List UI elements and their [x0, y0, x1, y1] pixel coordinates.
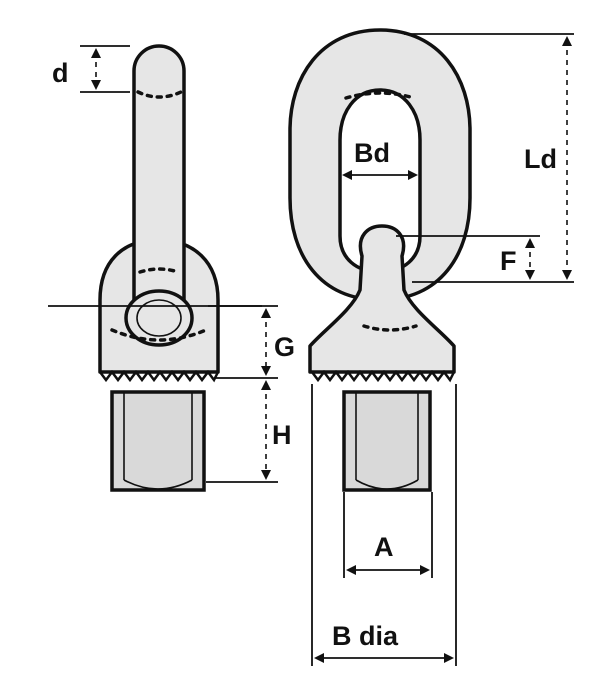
label-b-dia: B dia	[332, 621, 399, 651]
dimension-b-dia	[311, 384, 457, 666]
dimension-a	[343, 492, 433, 578]
label-bd: Bd	[354, 138, 390, 168]
front-view	[288, 28, 472, 492]
label-h: H	[272, 420, 292, 450]
front-view-thread	[342, 390, 432, 492]
side-view-pivot	[124, 289, 194, 347]
dimension-d	[80, 45, 130, 93]
label-ld: Ld	[524, 144, 557, 174]
dimension-g-h	[206, 305, 278, 483]
side-view-serration	[99, 369, 220, 383]
front-view-serration	[311, 369, 456, 383]
side-view-thread	[110, 390, 206, 492]
dimension-bd	[342, 170, 418, 180]
label-a: A	[374, 532, 394, 562]
label-d: d	[52, 58, 69, 88]
label-g: G	[274, 332, 295, 362]
side-view-eye	[132, 44, 186, 330]
side-view	[48, 44, 262, 492]
label-f: F	[500, 246, 517, 276]
dimension-ld-f	[396, 33, 574, 283]
front-view-neck	[308, 224, 456, 374]
